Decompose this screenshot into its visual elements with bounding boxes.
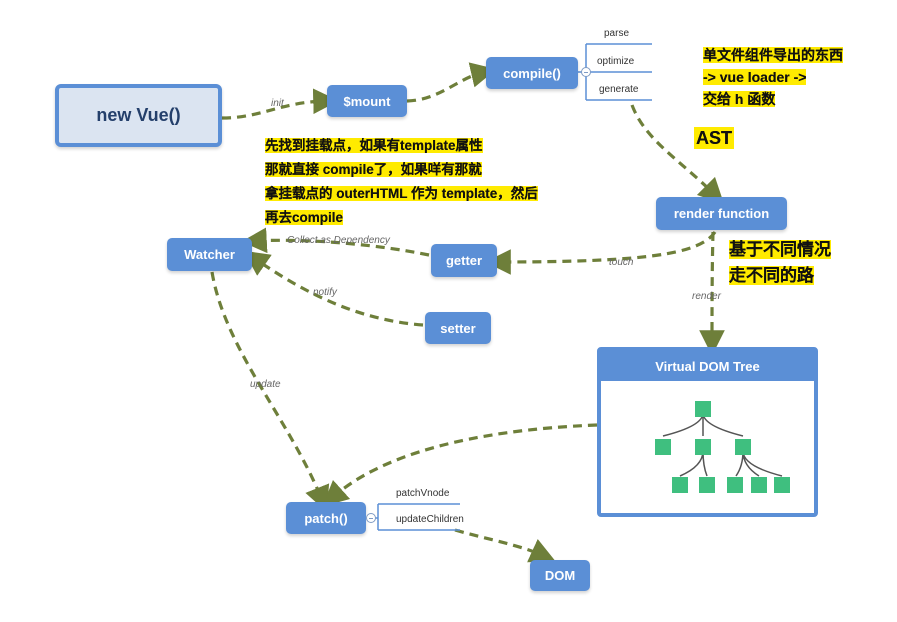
- compile-step-parse: parse: [604, 28, 630, 39]
- tree-cube: [735, 439, 751, 455]
- getter-node: getter: [431, 244, 497, 277]
- virtual-dom-tree-title: Virtual DOM Tree: [601, 351, 814, 381]
- edge-watcher-patch: [210, 271, 330, 512]
- note-mount: 先找到挂载点，如果有template属性 那就直接 compile了，如果咩有那…: [265, 138, 538, 225]
- compile-step-generate: generate: [599, 84, 639, 95]
- new-vue-node: new Vue(): [55, 84, 222, 147]
- render-function-node: render function: [656, 197, 787, 230]
- edge-label-collect: Collect as Dependency: [287, 235, 390, 246]
- edge-label-notify: notify: [313, 287, 337, 298]
- dom-node: DOM: [530, 560, 590, 591]
- tree-graphic: [655, 401, 790, 493]
- edge-label-init: init: [271, 98, 284, 109]
- edge-mount-compile: [406, 62, 497, 103]
- edge-render-vdom: [699, 231, 725, 356]
- mount-node: $mount: [327, 85, 407, 117]
- edge-label-update: update: [250, 379, 281, 390]
- edge-render-getter: [485, 231, 717, 275]
- tree-cube: [727, 477, 743, 493]
- tree-cube: [672, 477, 688, 493]
- edge-setter-watcher: [243, 250, 424, 327]
- patch-step-patchvnode: patchVnode: [396, 488, 450, 499]
- watcher-node: Watcher: [167, 238, 252, 271]
- tree-cube: [751, 477, 767, 493]
- tree-cube: [655, 439, 671, 455]
- virtual-dom-tree-box: Virtual DOM Tree: [597, 347, 818, 517]
- setter-node: setter: [425, 312, 491, 344]
- note-paths: 基于不同情况 走不同的路: [729, 240, 831, 285]
- edge-patch-dom: [454, 528, 556, 563]
- tree-cubes: [655, 401, 790, 493]
- tree-cube: [774, 477, 790, 493]
- edge-compile-render: [630, 104, 725, 205]
- tree-cube: [695, 439, 711, 455]
- patch-collapse-icon[interactable]: [366, 513, 376, 523]
- compile-collapse-icon[interactable]: [581, 67, 591, 77]
- tree-cube: [695, 401, 711, 417]
- note-sfc: 单文件组件导出的东西 -> vue loader -> 交给 h 函数: [703, 47, 843, 107]
- edge-label-render: render: [692, 291, 721, 302]
- compile-node: compile(): [486, 57, 578, 89]
- compile-step-optimize: optimize: [597, 56, 635, 67]
- edge-init: [221, 88, 339, 120]
- patch-step-updatechildren: updateChildren: [396, 514, 464, 525]
- tree-cube: [699, 477, 715, 493]
- patch-node: patch(): [286, 502, 366, 534]
- edge-label-touch: touch: [609, 257, 634, 268]
- edge-vdom-patch: [322, 423, 598, 507]
- note-ast: AST: [694, 127, 734, 149]
- edge-getter-watcher: [241, 227, 430, 257]
